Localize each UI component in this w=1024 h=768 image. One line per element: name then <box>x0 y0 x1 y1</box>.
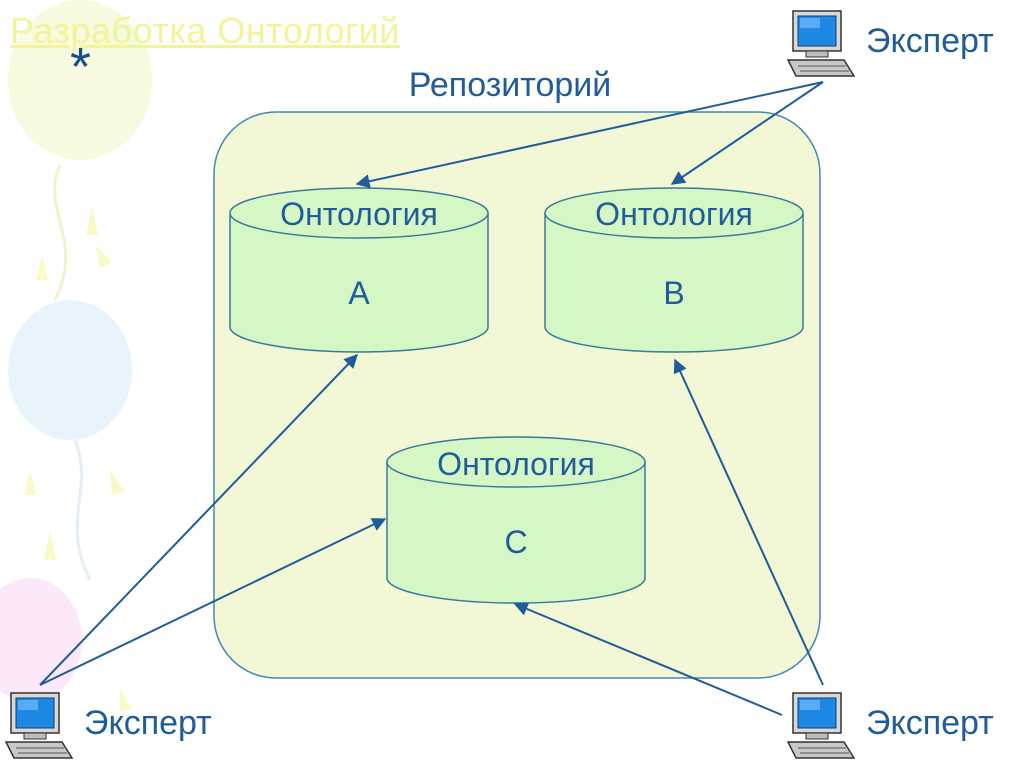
expert-label-bottom-right: Эксперт <box>866 704 994 742</box>
arrow-expert-right-to-c <box>513 602 783 716</box>
arrow-expert-right-to-b <box>673 358 824 686</box>
sparkle-ray <box>120 690 132 712</box>
balloon-blue <box>8 300 132 440</box>
balloon-yellow <box>8 0 152 160</box>
sparkle-ray <box>86 205 98 235</box>
expert-label-top-right: Эксперт <box>866 22 994 60</box>
database-ontology-c[interactable] <box>386 436 646 604</box>
ontology-c-letter: C <box>504 524 528 560</box>
arrow-expert-top-to-b <box>670 81 824 185</box>
arrow-expert-left-to-c <box>39 518 387 686</box>
ontology-c-title: Онтология <box>437 446 595 482</box>
sparkle-ray <box>44 530 56 560</box>
slide-title-link[interactable]: Разработка Онтологий <box>10 10 400 51</box>
arrow-expert-top-to-a <box>355 81 824 189</box>
balloon-string <box>53 164 68 301</box>
database-ontology-a[interactable] <box>229 187 489 353</box>
arrow-expert-left-to-a <box>39 353 358 686</box>
balloon-pink <box>0 578 82 702</box>
sparkle-ray <box>110 470 125 496</box>
repository-label: Репозиторий <box>408 66 612 104</box>
sparkle-ray <box>36 255 48 280</box>
database-ontology-b[interactable] <box>544 187 804 353</box>
bullet-asterisk: * <box>70 37 92 97</box>
expert-label-bottom-left: Эксперт <box>84 704 212 742</box>
computer-icon[interactable] <box>786 8 856 80</box>
ontology-b-letter: B <box>663 275 685 311</box>
sparkle-ray <box>95 245 112 268</box>
ontology-b-title: Онтология <box>595 196 753 232</box>
ontology-a-title: Онтология <box>280 196 438 232</box>
balloon-string <box>73 439 92 581</box>
sparkle-ray <box>24 470 36 495</box>
computer-icon[interactable] <box>4 690 74 762</box>
computer-icon[interactable] <box>786 690 856 762</box>
ontology-a-letter: A <box>348 275 370 311</box>
